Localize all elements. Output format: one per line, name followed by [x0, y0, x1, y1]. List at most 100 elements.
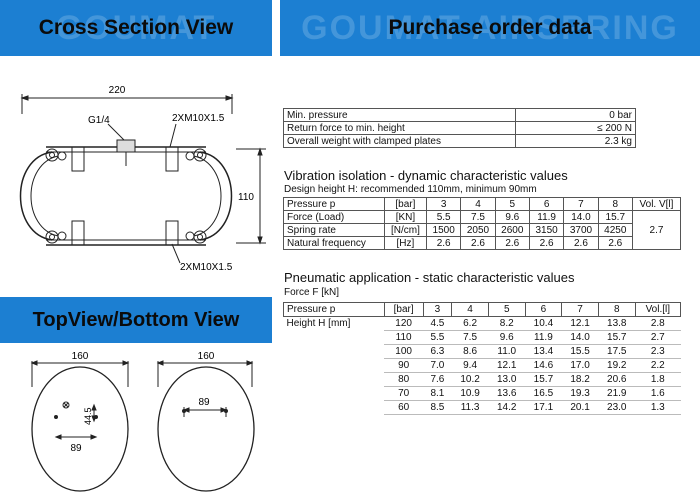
cell: 9.6: [494, 210, 530, 224]
top-dim-vertical-label: 44.5: [83, 407, 93, 425]
cell: 4250: [597, 223, 633, 237]
volume-cell: 2.7: [631, 210, 682, 250]
cell: 13.4: [525, 344, 562, 359]
top-bottom-banner: TopView/Bottom View: [0, 297, 272, 343]
cell: 11.3: [451, 400, 489, 415]
table-row: Natural frequency [Hz] 2.6 2.6 2.6 2.6 2…: [283, 236, 681, 250]
table-row: Overall weight with clamped plates 2.3 k…: [283, 134, 636, 148]
cell: 11.0: [488, 344, 526, 359]
cell: 17.1: [525, 400, 562, 415]
pneumatic-title: Pneumatic application - static character…: [284, 270, 575, 285]
header-col: 3: [422, 302, 453, 317]
cell: 2.6: [425, 236, 462, 250]
cell: 15.7: [597, 210, 633, 224]
header-unit: [bar]: [383, 302, 424, 317]
top-bottom-title: TopView/Bottom View: [32, 308, 240, 331]
top-dim-horizontal-label: 89: [70, 443, 82, 454]
cell: 11.9: [525, 330, 562, 345]
table-row: Force (Load) [KN] 5.5 7.5 9.6 11.9 14.0 …: [283, 210, 682, 250]
cell: 17.0: [561, 358, 599, 373]
cell: 7.6: [423, 372, 452, 387]
bottom-dim-horizontal-label: 89: [198, 397, 210, 408]
watermark: GOUMAT: [55, 8, 217, 47]
cell: 10.9: [451, 386, 489, 401]
height-cell: 120: [384, 316, 424, 331]
basic-data-table: Min. pressure 0 bar Return force to min.…: [283, 108, 636, 148]
cell: 3150: [528, 223, 565, 237]
cell: 4.5: [423, 316, 452, 331]
cell: 8.1: [423, 386, 452, 401]
table-header-row: Pressure p [bar] 3 4 5 6 7 8 Vol.[l]: [283, 302, 682, 317]
cell: 19.2: [598, 358, 636, 373]
row-label: Spring rate: [283, 223, 385, 237]
cross-section-title: Cross Section View: [38, 16, 234, 39]
table-row: 60 8.5 11.3 14.2 17.1 20.1 23.0 1.3: [284, 400, 681, 415]
header-col: 7: [563, 197, 599, 211]
cell: 17.5: [598, 344, 636, 359]
cell: 7.0: [423, 358, 452, 373]
table-row: Return force to min. height ≤ 200 N: [283, 121, 636, 135]
cell: 8.2: [488, 316, 526, 331]
cell: 14.2: [488, 400, 526, 415]
header-col: 6: [524, 302, 563, 317]
table-row: Height H [mm] 120 4.5 6.2 8.2 10.4 12.1 …: [284, 316, 681, 331]
height-cell: 60: [384, 400, 424, 415]
table-row: Min. pressure 0 bar: [283, 108, 636, 122]
cell: 9.6: [488, 330, 526, 345]
cell: 13.6: [488, 386, 526, 401]
cell: 7.5: [460, 210, 496, 224]
cell: 5.5: [423, 330, 452, 345]
cell: 19.3: [561, 386, 599, 401]
pneumatic-subtitle: Force F [kN]: [284, 287, 340, 298]
header-col: 4: [451, 302, 489, 317]
row-value: 2.3 kg: [515, 134, 636, 148]
pneumatic-table: Pressure p [bar] 3 4 5 6 7 8 Vol.[l] Hei…: [283, 302, 682, 415]
cell: 2.6: [597, 236, 633, 250]
row-unit: [N/cm]: [383, 223, 427, 237]
table-row: 80 7.6 10.2 13.0 15.7 18.2 20.6 1.8: [284, 372, 681, 387]
height-cell: 110: [384, 330, 424, 345]
header-col: 8: [597, 197, 633, 211]
cell: 12.1: [561, 316, 599, 331]
cell: 11.9: [528, 210, 565, 224]
vol-cell: 1.8: [635, 372, 681, 387]
cell: 1500: [425, 223, 462, 237]
cell: 7.5: [451, 330, 489, 345]
watermark: GOUMAT AIRSPRING: [301, 8, 679, 47]
header-col: 6: [528, 197, 565, 211]
top-thread-label: 2XM10X1.5: [172, 113, 225, 124]
cell: 12.1: [488, 358, 526, 373]
cell: 16.5: [525, 386, 562, 401]
vibration-subtitle: Design height H: recommended 110mm, mini…: [284, 184, 537, 195]
height-cell: 70: [384, 386, 424, 401]
table-row: 100 6.3 8.6 11.0 13.4 15.5 17.5 2.3: [284, 344, 681, 359]
cell: 23.0: [598, 400, 636, 415]
vol-cell: 2.7: [635, 330, 681, 345]
vol-cell: 1.3: [635, 400, 681, 415]
cell: 5.5: [425, 210, 462, 224]
table-row: Spring rate [N/cm] 1500 2050 2600 3150 3…: [283, 223, 681, 237]
table-header-row: Pressure p [bar] 3 4 5 6 7 8 Vol. V[l]: [283, 197, 682, 211]
width-dim-label: 220: [109, 85, 126, 96]
height-label: Height H [mm]: [286, 318, 351, 330]
cell: 20.1: [561, 400, 599, 415]
cell: 6.3: [423, 344, 452, 359]
cell: 8.5: [423, 400, 452, 415]
vol-cell: 2.2: [635, 358, 681, 373]
cell: 14.6: [525, 358, 562, 373]
top-diameter-label: 160: [72, 351, 89, 362]
cell: 3700: [563, 223, 599, 237]
header-label: Pressure p: [283, 197, 385, 211]
cell: 13.8: [598, 316, 636, 331]
table-row: 90 7.0 9.4 12.1 14.6 17.0 19.2 2.2: [284, 358, 681, 373]
cell: 2.6: [563, 236, 599, 250]
port-label: G1/4: [88, 115, 110, 126]
cell: 2.6: [494, 236, 530, 250]
cell: 15.5: [561, 344, 599, 359]
header-label: Pressure p: [283, 302, 385, 317]
cell: 14.0: [563, 210, 599, 224]
row-label: Natural frequency: [283, 236, 385, 250]
cell: 8.6: [451, 344, 489, 359]
cell: 15.7: [598, 330, 636, 345]
cell: 6.2: [451, 316, 489, 331]
